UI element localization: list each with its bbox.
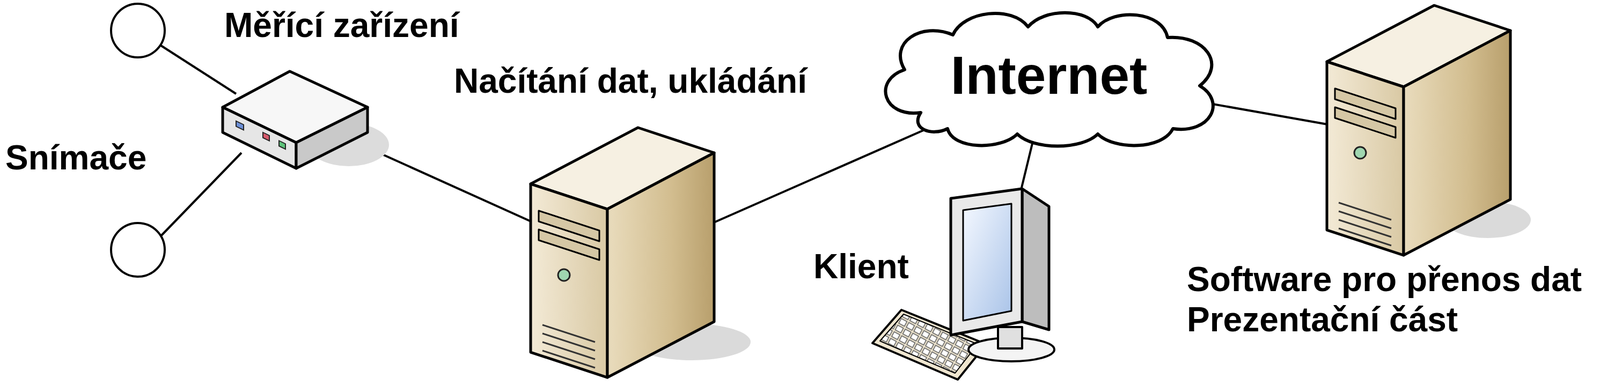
keyboard-keys (879, 314, 978, 374)
keyboard-body (872, 310, 987, 380)
network-link (1207, 103, 1339, 127)
drive-bay (1334, 107, 1396, 138)
sensor-wire (160, 152, 242, 237)
device-top (222, 71, 368, 143)
sensor-wire (160, 45, 237, 94)
monitor-screen (963, 203, 1012, 321)
server-shadow (1444, 201, 1531, 239)
server-side (1403, 30, 1511, 256)
vent-line (1338, 211, 1392, 229)
internet-cloud-node: Internet (890, 21, 1208, 129)
node-label: Software pro přenos dat (1186, 260, 1582, 300)
node-label: Měřící zařízení (224, 5, 460, 46)
device-side (296, 107, 368, 169)
node-label: Načítání dat, ukládání (453, 61, 807, 102)
vent-line (1338, 202, 1392, 220)
client-computer: Klient (960, 203, 1047, 322)
server-side (607, 152, 715, 378)
sensor-label: Snímače (5, 138, 147, 179)
vent-line (1338, 228, 1392, 246)
device-front (222, 107, 297, 169)
server-top (1326, 5, 1511, 87)
vent-line (542, 350, 596, 369)
node-label: Klient (813, 247, 909, 288)
device-shadow (308, 123, 390, 167)
monitor-neck (997, 327, 1023, 349)
presentation-server: Software pro přenos datPrezentační část (1338, 38, 1500, 243)
vent-line (1338, 219, 1392, 238)
vent-line (542, 342, 596, 360)
network-link (1017, 128, 1037, 204)
vent-line (542, 333, 596, 351)
power-led (558, 269, 570, 282)
drive-bay (1334, 88, 1396, 120)
network-link (343, 136, 542, 227)
data-server: Načítání dat, ukládání (541, 160, 703, 365)
vent-line (542, 325, 596, 343)
sensor-circle (111, 3, 165, 58)
power-led (1354, 147, 1367, 159)
monitor-base (968, 338, 1055, 362)
drive-bay (538, 210, 600, 242)
server-shadow (632, 324, 751, 361)
measuring-device: Měřící zařízení (236, 85, 344, 140)
device-led (236, 121, 244, 131)
server-top (530, 127, 715, 210)
device-led (279, 140, 286, 150)
internet-cloud (885, 12, 1213, 147)
drive-bay (538, 229, 600, 261)
monitor-side (1022, 188, 1049, 330)
node-label: Prezentační část (1186, 300, 1458, 341)
cloud-label: Internet (950, 44, 1148, 107)
server-front (530, 184, 608, 378)
device-led (262, 132, 270, 142)
monitor-bezel (950, 188, 1023, 336)
network-link (702, 128, 928, 228)
server-front (1326, 61, 1404, 256)
sensor-circle (111, 223, 165, 277)
